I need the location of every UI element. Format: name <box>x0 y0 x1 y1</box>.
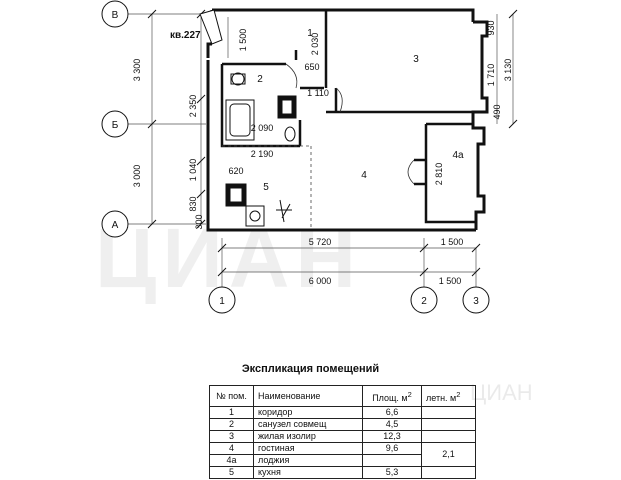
dim-5720: 5 720 <box>309 237 332 247</box>
row-name: санузел совмещ <box>253 418 363 431</box>
row-area: 4,5 <box>362 418 422 431</box>
row-area: 12,3 <box>362 430 422 443</box>
axis-bubble-a <box>101 210 129 238</box>
room-3-label: 3 <box>413 54 419 65</box>
dim-3130: 3 130 <box>503 59 513 82</box>
dim-2030: 2 030 <box>310 33 320 56</box>
row-name: лоджия <box>253 454 363 467</box>
row-name: коридор <box>253 406 363 419</box>
row-num: 5 <box>209 466 254 479</box>
table-row: 3 жилая изолир 12,3 <box>209 430 476 443</box>
dim-620: 620 <box>228 166 243 176</box>
row-num: 1 <box>209 406 254 419</box>
axis-bubble-v <box>101 0 129 28</box>
dim-1710: 1 710 <box>486 64 496 87</box>
row-area: 5,3 <box>362 466 422 479</box>
watermark-logo: ЦИАН <box>470 380 533 405</box>
axis-label-3: 3 <box>473 296 479 307</box>
axis-label-a: А <box>112 220 119 231</box>
table-row: 5 кухня 5,3 <box>209 466 476 479</box>
row-area: 9,6 <box>362 442 422 455</box>
dim-3300: 3 300 <box>132 59 142 82</box>
axis-bubble-b <box>101 110 129 138</box>
dim-930: 930 <box>486 20 496 35</box>
row-area <box>362 454 422 467</box>
room-1-label: 1 <box>307 28 313 39</box>
dim-1500-b: 1 500 <box>439 276 462 286</box>
dim-1110: 1 110 <box>307 88 329 98</box>
room-5-label: 5 <box>263 182 269 193</box>
row-num: 3 <box>209 430 254 443</box>
table-row: 2 санузел совмещ 4,5 <box>209 418 476 431</box>
axis-label-2: 2 <box>421 296 427 307</box>
axis-bubble-3 <box>462 286 490 314</box>
row-name: жилая изолир <box>253 430 363 443</box>
apartment-label: кв.227 <box>170 30 201 41</box>
dim-2190: 2 190 <box>251 149 274 159</box>
axis-bubble-1 <box>208 286 236 314</box>
explication-title: Экспликация помещений <box>241 363 380 375</box>
row-summer-value: 2,1 <box>421 442 476 467</box>
header-num: № пом. <box>209 385 254 407</box>
table-row: 1 коридор 6,6 <box>209 406 476 419</box>
dim-6000: 6 000 <box>309 276 332 286</box>
header-area: Площ. м2 <box>362 385 422 407</box>
dim-300: 300 <box>194 214 204 229</box>
header-summer: летн. м2 <box>421 385 476 407</box>
row-summer <box>421 406 476 419</box>
room-4-label: 4 <box>361 170 367 181</box>
dim-1500-vertical: 1 500 <box>238 29 248 52</box>
row-num: 4 <box>209 442 254 455</box>
dim-2090: 2 090 <box>251 123 274 133</box>
table-row: 4 гостиная 9,6 2,1 <box>209 442 476 467</box>
room-2-label: 2 <box>257 74 263 85</box>
explication-table: № пом. Наименование Площ. м2 летн. м2 1 … <box>209 385 476 479</box>
dim-1040: 1 040 <box>188 159 198 182</box>
floor-plan: В Б А 1 2 3 кв.227 1 2 3 4 4а 5 3 300 3 … <box>101 0 518 314</box>
dim-830: 830 <box>188 196 198 211</box>
row-name: гостиная <box>253 442 363 455</box>
header-name: Наименование <box>253 385 363 407</box>
row-num: 4а <box>209 454 254 467</box>
axis-label-b: Б <box>112 120 119 131</box>
row-summer <box>421 466 476 479</box>
dim-1500-a: 1 500 <box>441 237 464 247</box>
row-summer <box>421 418 476 431</box>
dim-2350: 2 350 <box>188 95 198 118</box>
axis-bubble-2 <box>410 286 438 314</box>
dim-2810: 2 810 <box>434 163 444 186</box>
row-num: 2 <box>209 418 254 431</box>
dim-650: 650 <box>304 62 319 72</box>
dim-490: 490 <box>492 104 502 119</box>
room-4a-label: 4а <box>452 150 464 161</box>
row-name: кухня <box>253 466 363 479</box>
axis-label-v: В <box>112 10 119 21</box>
axis-label-1: 1 <box>219 296 225 307</box>
row-summer <box>421 430 476 443</box>
table-header-row: № пом. Наименование Площ. м2 летн. м2 <box>209 385 476 407</box>
dim-3000: 3 000 <box>132 165 142 188</box>
row-area: 6,6 <box>362 406 422 419</box>
